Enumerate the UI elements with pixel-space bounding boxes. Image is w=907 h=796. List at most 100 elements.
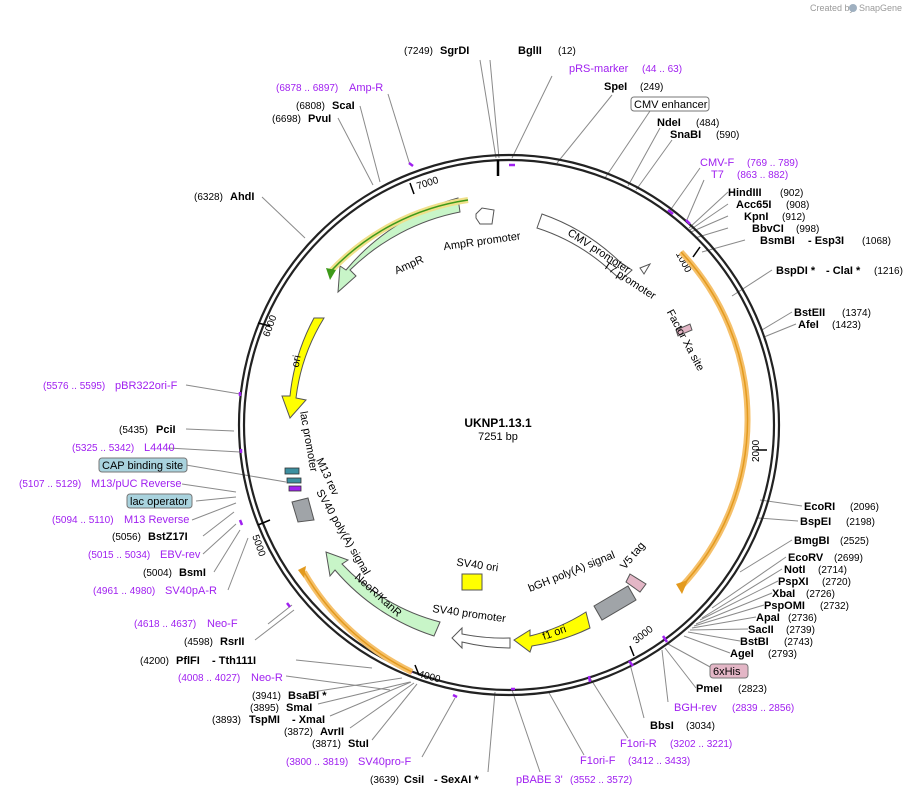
hindiii-name: HindIII [728,187,762,199]
pspomi-pos: (2732) [820,601,849,612]
bbsi-pos: (3034) [686,721,715,732]
bghrev-pos: (2839 .. 2856) [732,703,794,714]
neof-pos: (4618 .. 4637) [134,619,196,630]
agei-name: AgeI [730,648,754,660]
plasmid-name: UKNP1.13.1 [464,416,532,430]
ecorv-name: EcoRV [788,552,824,564]
bspdi-extra: - ClaI * [826,265,861,277]
kpni-name: KpnI [744,211,768,223]
pvui-name: PvuI [308,113,331,125]
ecori-pos: (2096) [850,502,879,513]
bbvci-name: BbvCI [752,223,784,235]
sacii-pos: (2739) [786,625,815,636]
t7-name: T7 [711,169,724,181]
orf-right-glow [677,249,751,591]
ahdi-pos: (6328) [194,192,223,203]
avrii-name: AvrII [320,726,344,738]
smai-name: SmaI [286,702,312,714]
f1orif-name: F1ori-F [580,755,616,767]
csii-pos: (3639) [370,775,399,786]
bmgbi-pos: (2525) [840,536,869,547]
sv40par-name: SV40pA-R [165,585,217,597]
stui-pos: (3871) [312,739,341,750]
neor-kanr [325,551,441,637]
plasmid-title: UKNP1.13.1 7251 bp [464,416,532,443]
t7-promoter-arrow [639,262,652,275]
lac-operator-block [286,477,302,484]
label-sv40-promoter: SV40 promoter [432,603,507,625]
ampr-name: Amp-R [349,82,383,94]
pflfi-pos: (4200) [140,656,169,667]
apai-name: ApaI [756,612,780,624]
sv40-ori [461,573,483,591]
tick-marks [257,182,767,676]
snabi-pos: (590) [716,130,739,141]
backbone-outer-ring [237,153,781,697]
bstz-pos: (5056) [112,532,141,543]
hindiii-pos: (902) [780,188,803,199]
tspmi-extra: - XmaI [292,714,325,726]
ampr-pos: (6878 .. 6897) [276,83,338,94]
his-tag-box [709,663,749,679]
stui-name: StuI [348,738,369,750]
scai-name: ScaI [332,100,355,112]
credit-prefix: Created by [810,3,855,13]
acc65i-pos: (908) [786,200,809,211]
bsmbi-extra: - Esp3I [808,235,844,247]
xbai-pos: (2726) [806,589,835,600]
site-labels: (7249) SgrDI BglII (12) pRS-marker (44 .… [19,45,903,786]
orf-upper-arrowhead [326,268,336,280]
orf-lower-arrowhead [298,566,306,578]
cmvf-pos: (769 .. 789) [747,158,798,169]
m13rev-name: M13 Reverse [124,514,189,526]
bglii-name: BglII [518,45,542,57]
label-v5-tag: V5 tag [618,540,648,572]
pspxi-pos: (2720) [822,577,851,588]
pflfi-extra: - Tth111I [212,655,256,667]
bspei-pos: (2198) [846,517,875,528]
apai-pos: (2736) [788,613,817,624]
bspei-name: BspEI [800,516,831,528]
m13puc-pos: (5107 .. 5129) [19,479,81,490]
cmv-promoter-arrow [536,213,633,281]
factor-xa-site [675,323,693,337]
features [281,197,751,675]
smai-pos: (3895) [250,703,279,714]
acc65i-name: Acc65I [736,199,771,211]
ebv-name: EBV-rev [160,549,201,561]
sv40prof-name: SV40pro-F [358,756,411,768]
bgh-polya-signal [593,585,637,621]
cap-binding-site-block [284,467,300,475]
pspxi-name: PspXI [778,576,809,588]
ecorv-pos: (2699) [834,553,863,564]
csii-name: CsiI [404,774,424,786]
snapgene-logo-icon [849,4,857,12]
tick-5000: 5000 [249,533,267,558]
label-ori: ori [290,354,304,368]
prs-name: pRS-marker [569,63,629,75]
m13rev-pos: (5094 .. 5110) [52,515,114,526]
bstbi-name: BstBI [740,636,769,648]
pmei-pos: (2823) [738,684,767,695]
cmv-enhancer-label: CMV enhancer [634,99,708,111]
rsrii-pos: (4598) [184,637,213,648]
bsmi-name: BsmI [179,567,206,579]
pspomi-name: PspOMI [764,600,805,612]
neor-pos: (4008 .. 4027) [178,673,240,684]
afei-pos: (1423) [832,320,861,331]
cmv-enhancer-box [630,96,710,112]
cap-binding-site-label: CAP binding site [102,460,183,472]
spei-pos: (249) [640,82,663,93]
tick-2000: 2000 [751,439,762,462]
t7-pos: (863 .. 882) [737,170,788,181]
orf-right-arrowhead [676,580,688,594]
pbr-pos: (5576 .. 5595) [43,381,105,392]
pcii-pos: (5435) [119,425,148,436]
lac-operator-box [126,493,193,509]
backbone [237,153,781,697]
pbabe-name: pBABE 3' [516,774,563,786]
bstbi-pos: (2743) [784,637,813,648]
f1orir-pos: (3202 .. 3221) [670,739,732,750]
tick-3000: 3000 [631,624,656,647]
